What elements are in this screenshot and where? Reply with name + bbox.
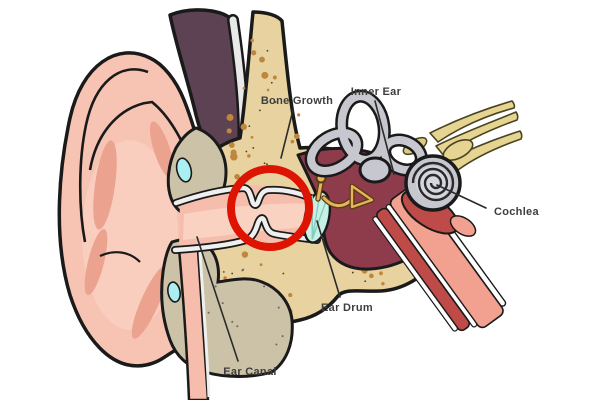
cartilage-fluid-pocket [167, 281, 181, 303]
speckle [275, 343, 278, 346]
vestibule [358, 156, 392, 184]
speckle [266, 88, 270, 92]
canal-entrance-strip [177, 246, 210, 400]
label-ear-canal: Ear Canal [223, 366, 276, 378]
tube-white-stripe [372, 216, 458, 332]
leader-line-bone-growth [280, 109, 294, 159]
speckle [241, 251, 249, 258]
speckle [379, 271, 383, 276]
label-inner-ear: Inner Ear [351, 86, 402, 98]
label-ear-drum: Ear Drum [321, 302, 373, 314]
pinna-shadow-streak [131, 265, 169, 339]
speckle [381, 281, 385, 286]
tragus-fold-line [99, 251, 141, 263]
label-bone-growth: Bone Growth [261, 95, 333, 107]
canal-bottom-lining [171, 214, 321, 254]
speckle [214, 285, 217, 288]
speckle [263, 162, 266, 165]
speckle [226, 128, 232, 134]
speckle [277, 306, 280, 309]
leader-line-inner-ear [374, 100, 395, 175]
speckle [226, 113, 234, 121]
speckle [351, 271, 354, 274]
speckle [230, 153, 238, 161]
speckle [223, 276, 227, 280]
speckle [242, 268, 245, 271]
speckle [266, 163, 268, 166]
speckle [293, 133, 300, 140]
speckle [259, 263, 263, 267]
speckle [221, 302, 224, 305]
labels: Bone Growth Inner Ear Cochlea Ear Drum E… [196, 86, 539, 378]
cochlea [404, 154, 462, 212]
speckle [248, 125, 251, 127]
cochlea-spiral [411, 161, 455, 202]
speckle [369, 273, 374, 279]
bone-growth-highlight-circle [227, 165, 313, 251]
speckle [281, 335, 284, 338]
pinna-shadow-streak [150, 121, 174, 179]
speckle [242, 86, 246, 90]
label-cochlea: Cochlea [494, 206, 539, 218]
leader-line-ear-drum [316, 220, 341, 298]
speckle [288, 293, 293, 298]
speckle [259, 56, 265, 63]
speckle [222, 270, 225, 273]
speckle [258, 109, 261, 112]
speckle [207, 311, 210, 314]
inner-ear [304, 89, 523, 212]
auditory-nerve [429, 100, 523, 171]
speckle [247, 154, 251, 158]
speckle [236, 325, 239, 328]
canal-inner-highlight [183, 203, 314, 240]
speckle [229, 142, 235, 148]
speckle [266, 49, 269, 52]
cartilage-fluid-pocket [175, 157, 193, 183]
speckle [234, 173, 240, 180]
speckle [270, 81, 273, 84]
speckle [250, 135, 254, 139]
speckle [282, 272, 285, 275]
pinna-shadow-streak [84, 228, 108, 296]
leader-line-ear-canal [196, 236, 239, 362]
speckle [261, 71, 269, 79]
cartilage-dots [207, 268, 284, 346]
speckle [290, 139, 295, 144]
leader-line-cochlea [436, 184, 487, 209]
speckle [364, 280, 367, 283]
speckle [250, 38, 254, 43]
pinna-shadow-streak [93, 140, 117, 230]
salmon-vessel [449, 215, 477, 237]
speckle [252, 147, 255, 149]
speckle [263, 285, 266, 288]
speckle [274, 101, 277, 104]
speckle [251, 50, 257, 56]
speckle [272, 75, 277, 80]
speckle [231, 272, 234, 275]
speckle [231, 320, 234, 323]
speckle [240, 123, 247, 131]
helix-fold-line [78, 68, 149, 243]
speckle [297, 113, 301, 117]
speckle [245, 150, 248, 153]
strip-lining [198, 251, 211, 398]
